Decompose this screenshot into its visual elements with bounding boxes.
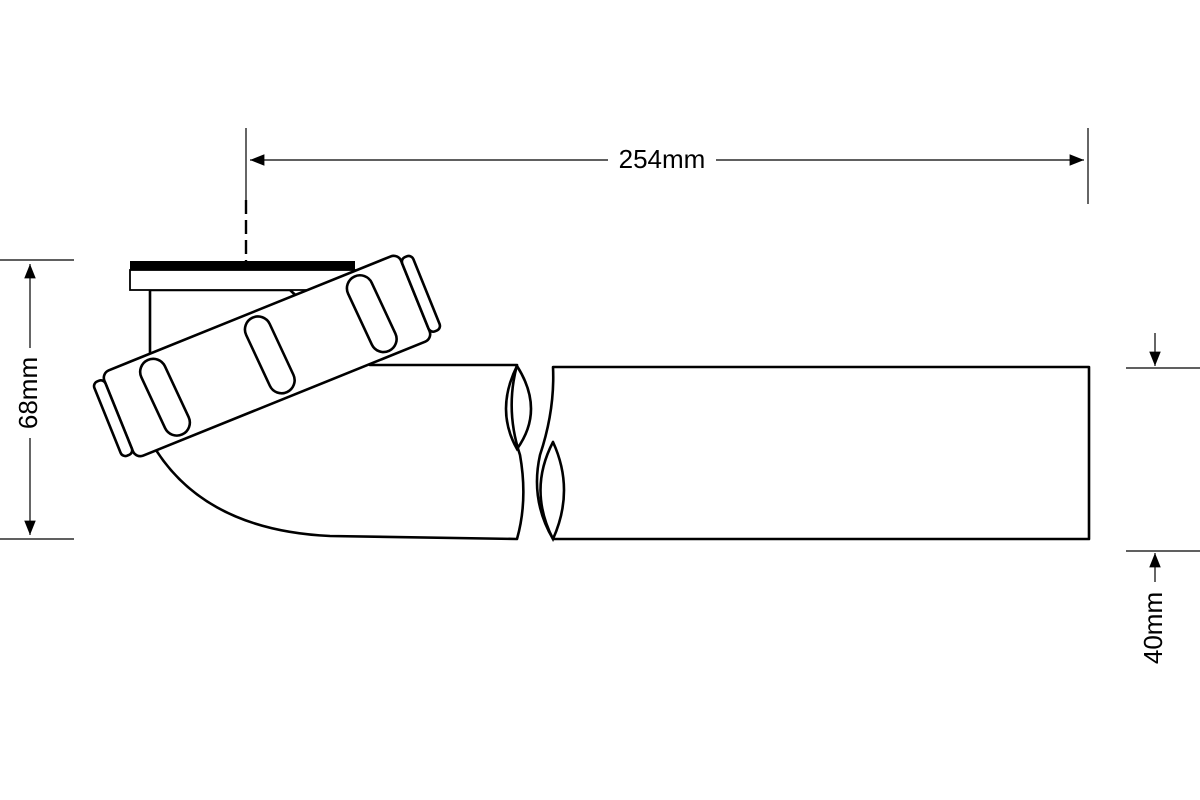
dimension-pipe-diameter: 40mm <box>1126 333 1200 664</box>
height-label: 68mm <box>13 357 43 429</box>
length-label: 254mm <box>619 144 706 174</box>
grip-rib <box>345 273 398 354</box>
pipe-break-symbol <box>504 364 566 543</box>
dimension-height: 68mm <box>0 259 74 540</box>
pipe-diameter-label: 40mm <box>1138 592 1168 664</box>
grip-rib <box>243 315 296 395</box>
grip-rib <box>138 357 192 437</box>
dimension-length: 254mm <box>245 128 1089 204</box>
flange <box>129 261 356 291</box>
coupling-nut <box>92 254 442 458</box>
pipe-right-section <box>535 365 1091 541</box>
